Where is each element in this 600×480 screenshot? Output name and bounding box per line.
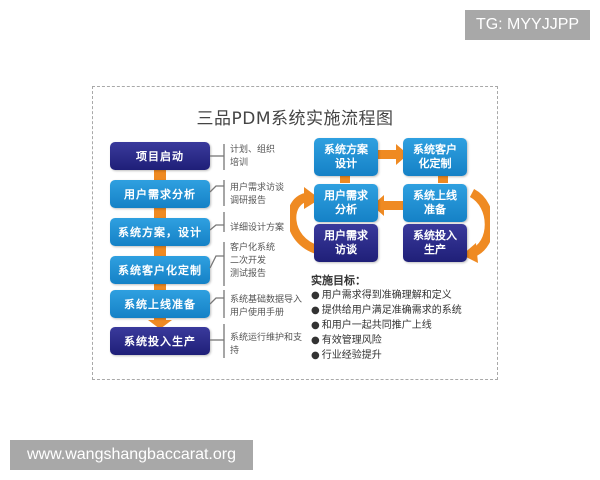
step-go-live-prep: 系统上线准备 [110,290,210,318]
box-line: 设计 [335,157,357,170]
goals-title: 实施目标： [311,274,366,287]
cycle-requirements-interview: 用户需求访谈 [314,224,378,262]
flow-connector [154,208,166,218]
step-label: 项目启动 [136,150,184,163]
step-label: 用户需求分析 [124,188,196,201]
step-system-design: 系统方案，设计 [110,218,210,246]
box-line: 系统上线 [413,189,457,202]
goals-list: 用户需求得到准确理解和定义 提供给用户满足准确需求的系统 和用户一起共同推广上线… [311,288,462,363]
flow-connector [154,284,166,292]
goal-item: 用户需求得到准确理解和定义 [311,288,462,303]
note-line: 详细设计方案 [230,223,285,233]
cycle-production: 系统投入生产 [403,224,467,262]
goal-item: 和用户一起共同推广上线 [311,318,462,333]
note-line: 用户需求访谈 [230,183,285,193]
step-customization: 系统客户化定制 [110,256,210,284]
step-requirements-analysis: 用户需求分析 [110,180,210,208]
goal-item: 有效管理风险 [311,333,462,348]
goal-item: 提供给用户满足准确需求的系统 [311,303,462,318]
box-line: 系统客户 [413,143,457,156]
note-line: 持 [230,346,240,356]
box-line: 化定制 [418,157,452,170]
note-line: 计划、组织 [230,145,276,155]
box-line: 生产 [424,243,446,256]
watermark-top-right: TG: MYYJJPP [465,10,590,40]
step-notes: 用户需求访谈调研报告 [230,182,284,208]
step-notes: 系统基础数据导入用户使用手册 [230,294,302,320]
box-line: 访谈 [335,243,357,256]
goal-text: 提供给用户满足准确需求的系统 [321,305,462,316]
cycle-requirements-analysis: 用户需求分析 [314,184,378,222]
goal-text: 和用户一起共同推广上线 [321,320,432,331]
step-notes: 计划、组织培训 [230,144,275,170]
note-line: 培训 [230,158,249,168]
diagram-title: 三品PDM系统实施流程图 [196,109,394,129]
step-production: 系统投入生产 [110,327,210,355]
step-label: 系统上线准备 [124,298,196,311]
step-notes: 客户化系统二次开发测试报告 [230,242,275,281]
box-line: 用户需求 [324,229,368,242]
cycle-arrows [290,144,490,263]
box-line: 用户需求 [324,189,368,202]
goal-text: 行业经验提升 [321,350,382,361]
diagram-frame [92,86,498,380]
note-line: 调研报告 [230,196,267,206]
flow-connector [154,246,166,256]
note-brackets [209,144,225,358]
note-line: 系统运行维护和支 [230,333,303,343]
note-line: 客户化系统 [230,243,276,253]
flow-connector [154,170,166,180]
note-line: 二次开发 [230,256,267,266]
note-line: 测试报告 [230,269,267,279]
step-label: 系统投入生产 [124,335,196,348]
box-line: 系统投入 [413,229,457,242]
note-line: 系统基础数据导入 [230,295,303,305]
cycle-system-design: 系统方案设计 [314,138,378,176]
box-line: 准备 [424,203,446,216]
watermark-bottom-left: www.wangshangbaccarat.org [10,440,253,470]
box-line: 系统方案 [324,143,368,156]
cycle-go-live-prep: 系统上线准备 [403,184,467,222]
cycle-customization: 系统客户化定制 [403,138,467,176]
step-label: 系统客户化定制 [118,264,202,277]
goal-item: 行业经验提升 [311,348,462,363]
step-notes: 系统运行维护和支持 [230,332,302,358]
goal-text: 用户需求得到准确理解和定义 [321,290,452,301]
step-project-kickoff: 项目启动 [110,142,210,170]
note-line: 用户使用手册 [230,308,285,318]
goal-text: 有效管理风险 [321,335,382,346]
flow-arrowhead-icon [148,320,172,329]
step-label: 系统方案，设计 [118,226,202,239]
box-line: 分析 [335,203,357,216]
step-notes: 详细设计方案 [230,222,284,235]
